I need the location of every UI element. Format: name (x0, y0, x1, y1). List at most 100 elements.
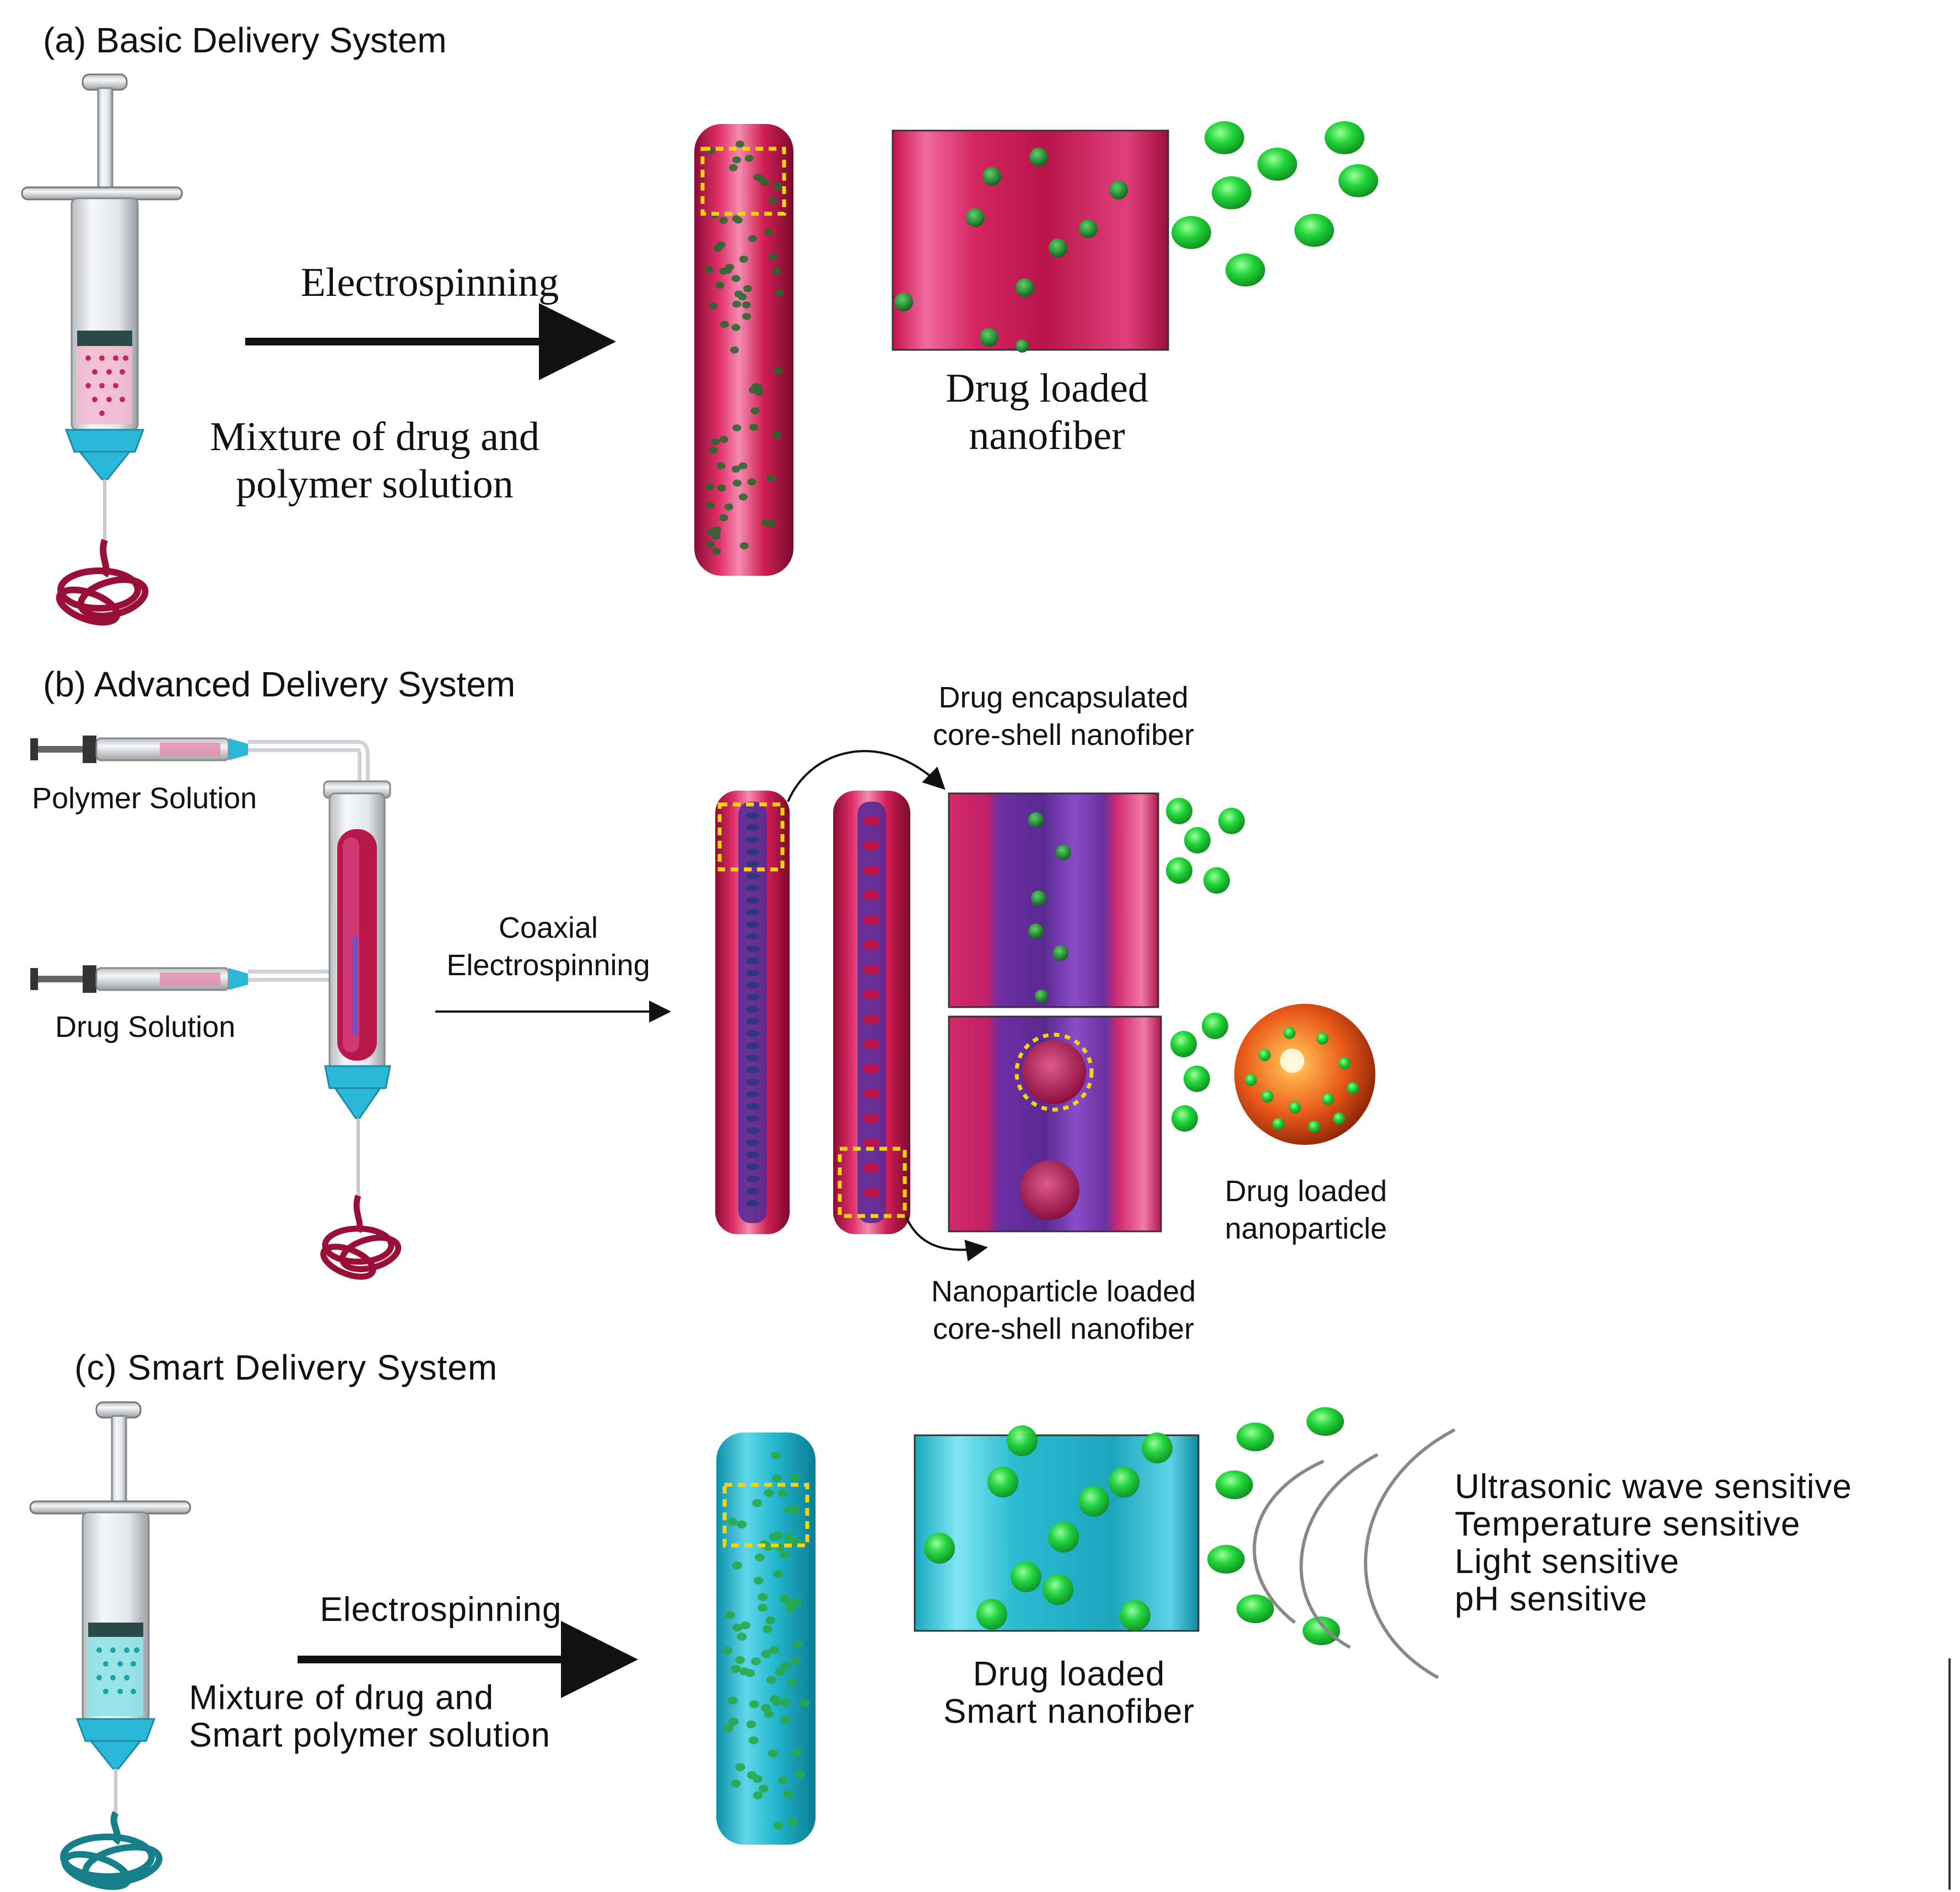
embedded-particle (773, 1570, 783, 1578)
embedded-particle (751, 1657, 761, 1666)
embedded-particle (751, 383, 760, 391)
embedded-particle (768, 197, 777, 204)
embedded-particle (764, 228, 773, 236)
embedded-particle (746, 1055, 759, 1061)
embedded-particle (757, 1603, 768, 1612)
embedded-particle (863, 1089, 881, 1099)
embedded-particle (712, 548, 721, 555)
released-drug-a (1171, 121, 1378, 286)
embedded-particle (771, 1451, 781, 1460)
panel-a-output-line2: nanofiber (969, 413, 1125, 458)
embedded-particle (706, 528, 716, 536)
embedded-particle (711, 532, 721, 540)
embedded-particle (732, 424, 742, 431)
panel-c-heading: (c) Smart Delivery System (74, 1348, 498, 1387)
released-drug-b-top (1166, 798, 1245, 894)
stimulus-item: pH sensitive (1455, 1580, 1648, 1618)
embedded-particle (746, 1042, 759, 1049)
embedded-particle (773, 182, 782, 190)
embedded-particle (753, 1775, 763, 1783)
embedded-particle (746, 933, 759, 940)
embedded-particle (768, 253, 777, 261)
embedded-particle (735, 140, 744, 148)
panel-a-process-label: Electrospinning (300, 260, 559, 305)
embedded-particle (746, 1176, 759, 1182)
embedded-particle (719, 436, 728, 443)
embedded-particle (720, 321, 729, 328)
embedded-particle (863, 1188, 881, 1198)
embedded-particle (732, 156, 741, 164)
embedded-particle (746, 1127, 759, 1134)
embedded-particle (725, 1611, 735, 1619)
nanoparticle-label-line2: nanoparticle (1224, 1212, 1387, 1245)
syringe-a-icon (21, 73, 183, 626)
panel-c-input-line2: Smart polymer solution (189, 1716, 551, 1754)
embedded-particle (863, 890, 881, 900)
embedded-particle (795, 1770, 806, 1779)
embedded-particle (746, 1200, 759, 1207)
embedded-particle (724, 503, 733, 511)
curved-arrow-bottom (905, 1217, 988, 1262)
np-loaded-fiber-icon (833, 791, 910, 1234)
embedded-particle (737, 1632, 747, 1641)
embedded-particle (713, 245, 722, 252)
embedded-particle (863, 990, 881, 999)
embedded-particle (746, 1139, 759, 1146)
embedded-particle (765, 1616, 775, 1625)
embedded-particle (769, 1646, 779, 1655)
embedded-particle (727, 1696, 738, 1705)
embedded-particle (749, 424, 758, 431)
nanofiber-a-icon (694, 124, 793, 576)
embedded-particle (746, 1067, 759, 1073)
embedded-particle (761, 1704, 771, 1712)
embedded-particle (780, 1698, 791, 1706)
stimuli-wave-icon (1252, 1428, 1456, 1679)
embedded-particle (722, 1646, 732, 1655)
embedded-particle (768, 1749, 778, 1758)
embedded-particle (744, 154, 754, 162)
embedded-particle (863, 965, 881, 975)
embedded-particle (761, 1650, 771, 1658)
embedded-particle (754, 1553, 765, 1561)
stimulus-item: Light sensitive (1455, 1543, 1680, 1581)
embedded-particle (779, 1594, 790, 1603)
coreshell-label-line1: Drug encapsulated (938, 681, 1189, 714)
embedded-particle (738, 293, 747, 301)
np-fiber-label-line1: Nanoparticle loaded (931, 1275, 1196, 1308)
embedded-particle (731, 1664, 741, 1673)
embedded-particle (705, 501, 715, 509)
embedded-particle (757, 175, 766, 183)
embedded-particle (746, 1720, 757, 1728)
embedded-particle (753, 1576, 764, 1585)
embedded-particle (730, 346, 739, 354)
np-loaded-zoom-panel (948, 1015, 1162, 1232)
curved-arrow-top (787, 750, 946, 802)
embedded-particle (771, 1474, 782, 1483)
embedded-particle (746, 897, 759, 904)
embedded-particle (738, 493, 748, 501)
embedded-particle (775, 289, 784, 297)
panel-c-output-line1: Drug loaded (973, 1655, 1165, 1693)
embedded-particle (784, 1533, 794, 1541)
embedded-particle (746, 1188, 759, 1194)
embedded-particle (790, 1473, 800, 1482)
panel-a-heading: (a) Basic Delivery System (43, 20, 447, 60)
embedded-particle (772, 431, 781, 439)
embedded-particle (740, 1621, 750, 1630)
embedded-particle (863, 1064, 881, 1074)
embedded-particle (766, 1676, 776, 1684)
embedded-particle (723, 1724, 733, 1732)
embedded-particle (717, 484, 726, 491)
panel-a-input-line1: Mixture of drug and (209, 414, 540, 460)
embedded-particle (711, 438, 720, 446)
smart-nanofiber-zoom-panel (914, 1425, 1200, 1632)
embedded-particle (719, 267, 728, 275)
nanofiber-a-zoom-panel (892, 129, 1169, 353)
panel-a-output-line1: Drug loaded (946, 366, 1148, 411)
embedded-particle (790, 1657, 801, 1666)
embedded-particle (727, 1518, 738, 1526)
embedded-particle (746, 848, 759, 855)
embedded-particle (863, 1138, 881, 1148)
embedded-particle (863, 1163, 881, 1173)
